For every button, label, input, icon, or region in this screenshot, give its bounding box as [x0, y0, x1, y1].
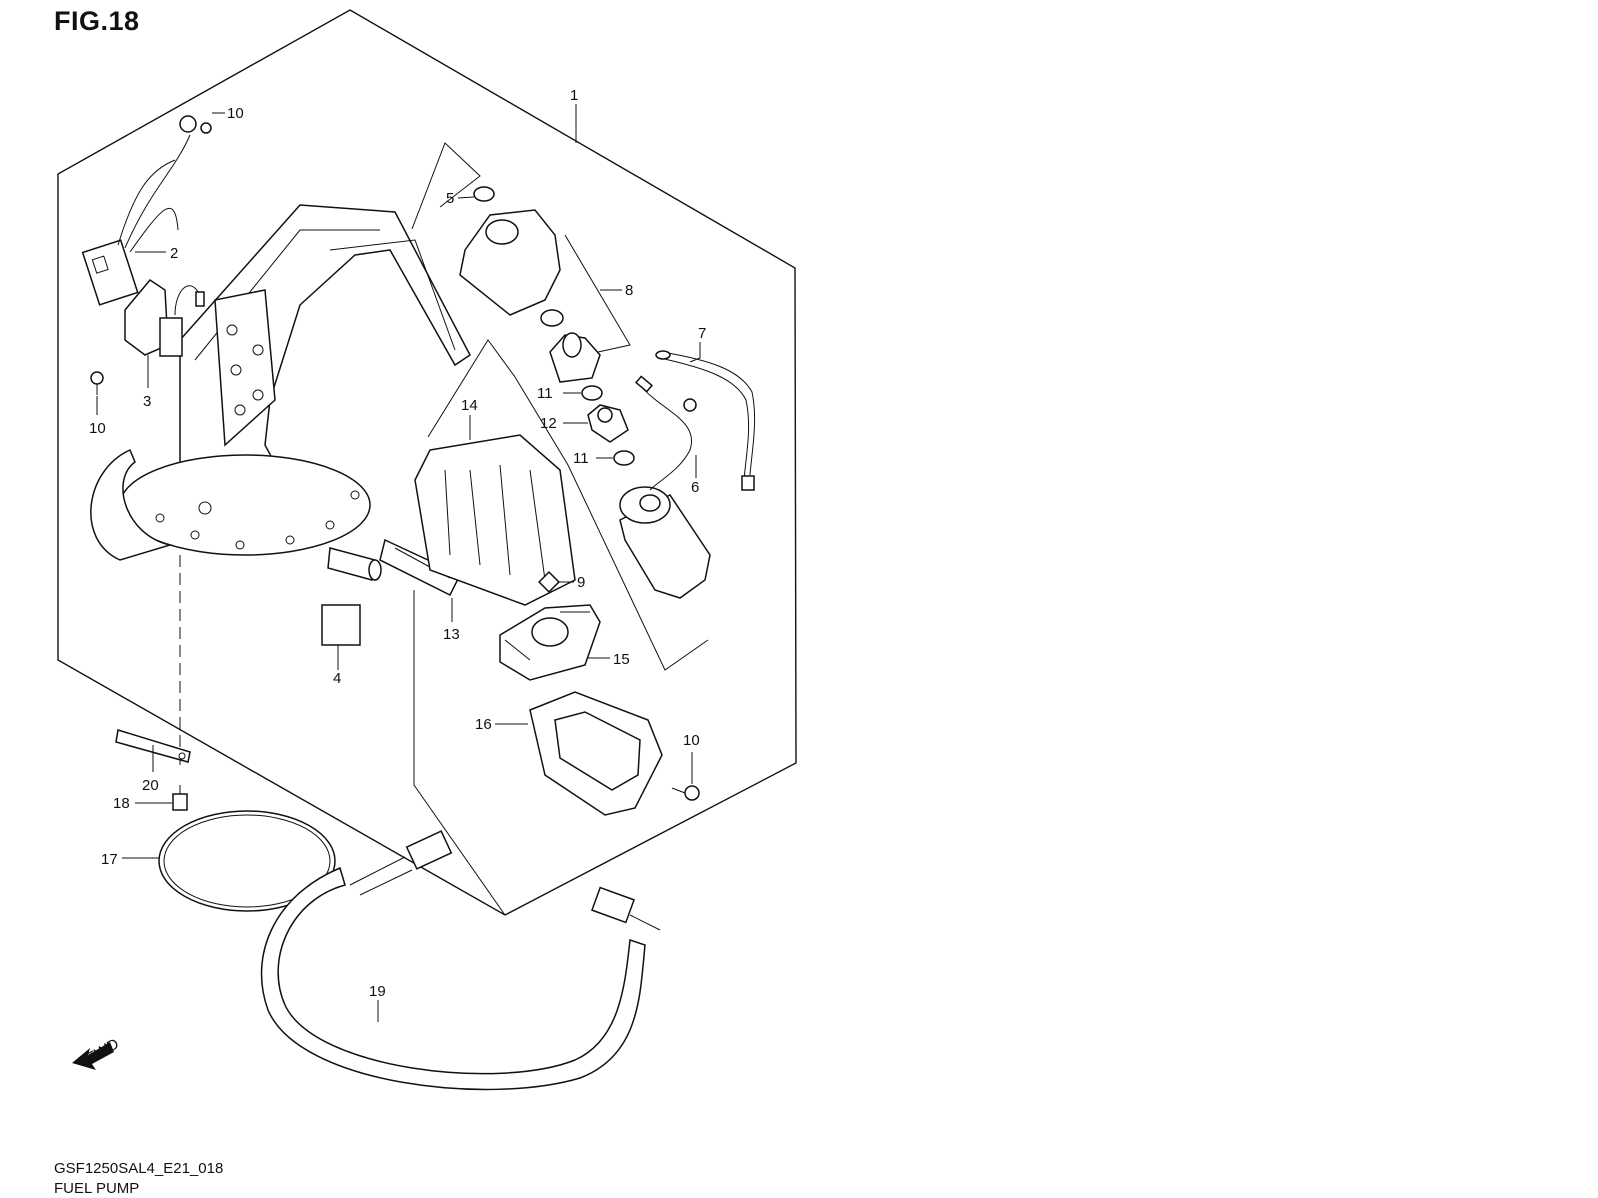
- pump-bracket: [179, 204, 471, 526]
- gasket-ring-17-inner: [163, 814, 331, 908]
- pump-subassembly-outline: [411, 142, 481, 230]
- callout-7: 7: [698, 325, 706, 342]
- figure-title: FIG.18: [54, 6, 140, 36]
- lead-wire-7: [655, 350, 756, 491]
- pump-holder-15: [499, 604, 601, 681]
- o-ring-11-lower: [613, 450, 635, 466]
- fuel-pump-motor: [619, 486, 711, 599]
- callout-10-right: 10: [683, 732, 700, 749]
- fuel-outlet-pipe: [327, 547, 382, 581]
- callout-10-top: 10: [227, 105, 244, 122]
- o-ring-11-upper: [581, 385, 603, 401]
- sender-bracket-3: [124, 279, 205, 357]
- gasket-ring-17: [158, 810, 336, 912]
- fwd-label: FWD: [84, 1035, 122, 1067]
- fuel-hose-19: [260, 830, 661, 1091]
- callout-11-lower: 11: [573, 450, 589, 467]
- flange-bolt-holes: [155, 490, 360, 550]
- callout-1: 1: [570, 87, 578, 104]
- o-ring-5: [473, 186, 495, 202]
- leader-5: [457, 196, 475, 199]
- breather-hose: [90, 449, 173, 561]
- wire-coupler-2: [81, 115, 212, 306]
- filter-group-outline: [413, 590, 506, 916]
- callout-18: 18: [113, 795, 130, 812]
- page-label: FUEL PUMP: [54, 1180, 140, 1197]
- callout-3: 3: [143, 393, 151, 410]
- callout-9: 9: [577, 574, 585, 591]
- joint-12: [587, 404, 629, 443]
- regulator-valve-8: [549, 332, 601, 383]
- clip-4: [321, 604, 361, 646]
- bolt-18: [172, 785, 188, 811]
- screw-10-right: [671, 785, 700, 801]
- callout-12: 12: [540, 415, 557, 432]
- callout-20: 20: [142, 777, 159, 794]
- callout-4: 4: [333, 670, 341, 687]
- o-ring-8: [540, 309, 564, 327]
- callout-17: 17: [101, 851, 118, 868]
- lead-wire-6: [635, 375, 697, 491]
- callout-10-left: 10: [89, 420, 106, 437]
- screw-10-left: [90, 371, 104, 395]
- callout-16: 16: [475, 716, 492, 733]
- gasket-9: [538, 571, 560, 593]
- callout-13: 13: [443, 626, 460, 643]
- pump-case-14: [414, 434, 576, 606]
- callout-2: 2: [170, 245, 178, 262]
- callout-11-upper: 11: [537, 385, 553, 402]
- regulator-housing-8: [459, 209, 561, 316]
- pump-cover-outline: [427, 339, 709, 671]
- callout-19: 19: [369, 983, 386, 1000]
- lower-bracket-16: [529, 691, 663, 816]
- callout-6: 6: [691, 479, 699, 496]
- forward-arrow-icon: FWD: [72, 1035, 122, 1070]
- callout-15: 15: [613, 651, 630, 668]
- callout-5: 5: [446, 190, 454, 207]
- model-code: GSF1250SAL4_E21_018: [54, 1160, 224, 1177]
- callout-14: 14: [461, 397, 478, 414]
- leader-8: [564, 234, 631, 353]
- callout-8: 8: [625, 282, 633, 299]
- leader-7: [689, 342, 701, 363]
